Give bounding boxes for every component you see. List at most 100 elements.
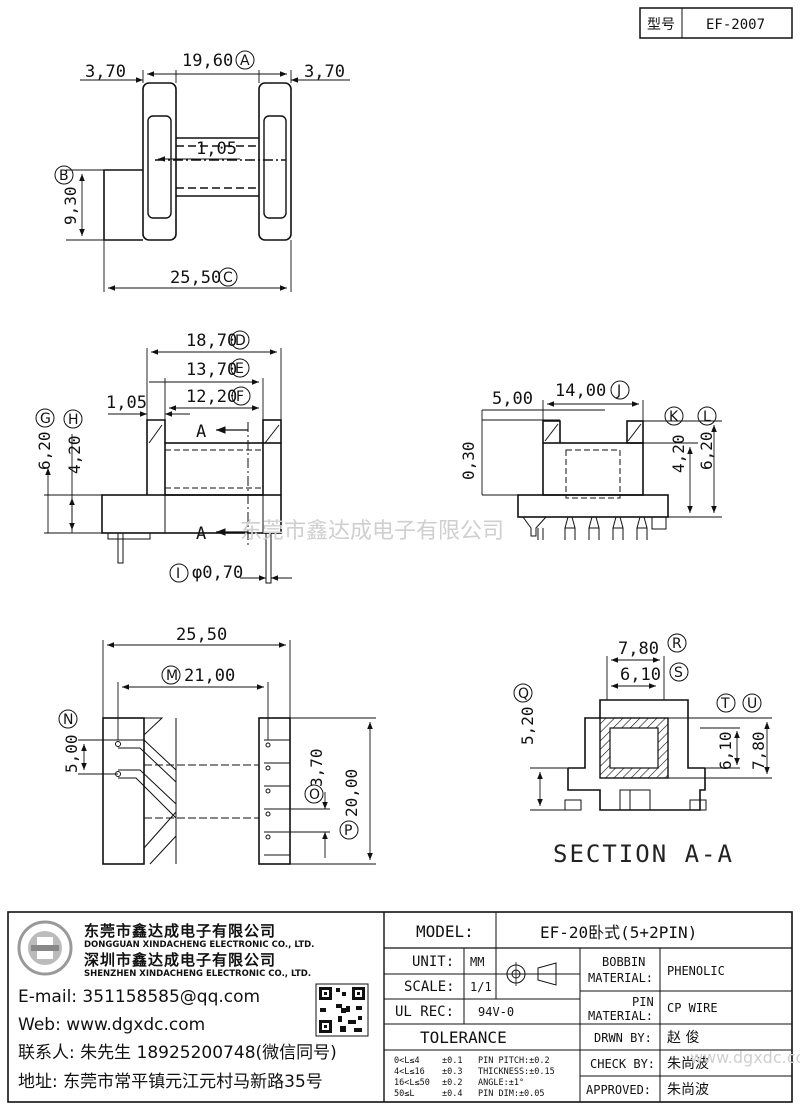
company-name-1: 东莞市鑫达成电子有限公司 [84, 922, 276, 940]
dim-top-left-wall: 3,70 [85, 62, 126, 82]
marker-t: T [716, 693, 736, 713]
dim-side-step: 0,30 [459, 441, 478, 480]
svg-text:C: C [223, 270, 233, 286]
svg-text:J: J [616, 383, 621, 399]
marker-l: L [697, 406, 717, 426]
section-mark-bottom: A [196, 524, 206, 544]
svg-text:A: A [240, 53, 250, 69]
marker-n: N [58, 709, 78, 729]
company-contact: 联系人: 朱先生 18925200748(微信同号) [18, 1043, 337, 1063]
tb-bobbin-value: PHENOLIC [667, 964, 725, 978]
company-name-1-en: DONGGUAN XINDACHENG ELECTRONIC CO., LTD. [84, 940, 314, 950]
marker-k: K [664, 406, 684, 426]
marker-r: R [667, 633, 687, 653]
section-title: SECTION A-A [553, 840, 734, 868]
tb-bobbin-label-2: MATERIAL: [588, 971, 653, 985]
marker-g: G [35, 408, 55, 428]
company-web: Web: www.dgxdc.com [18, 1015, 205, 1035]
tol-1-extra: THICKNESS:±0.15 [478, 1067, 555, 1077]
tb-pin-value: CP WIRE [667, 1001, 718, 1015]
svg-text:D: D [235, 333, 246, 349]
marker-d: D [230, 330, 250, 350]
svg-text:L: L [703, 409, 711, 425]
marker-b: B [54, 165, 74, 185]
dim-side-k: 4,20 [669, 434, 688, 473]
tol-0-range: 0<L≤4 [394, 1056, 420, 1066]
marker-j: J [610, 380, 630, 400]
tol-2-range: 16<L≤50 [394, 1078, 430, 1088]
tol-1-range: 4<L≤16 [394, 1067, 425, 1077]
projection-symbol-icon [504, 962, 557, 986]
svg-text:T: T [720, 696, 730, 712]
svg-text:K: K [669, 409, 679, 425]
tol-1-value: ±0.3 [442, 1067, 462, 1077]
dim-top-overall: 25,50 [170, 268, 221, 288]
svg-text:O: O [309, 787, 320, 803]
qr-code-icon [315, 983, 369, 1037]
tb-model-label: MODEL: [416, 922, 474, 941]
front-view [44, 348, 292, 584]
dim-bottom-o: 3,70 [307, 748, 326, 787]
bottom-view [78, 640, 376, 865]
dim-front-f: 12,20 [186, 387, 237, 407]
header-model-box: 型号 EF-2007 [639, 7, 793, 39]
tb-scale-label: SCALE: [404, 979, 455, 995]
dim-pin-diameter: φ0,70 [192, 563, 243, 583]
marker-q: Q [513, 683, 533, 703]
dim-section-s: 6,10 [620, 665, 661, 685]
svg-text:Q: Q [518, 686, 529, 702]
marker-u: U [742, 693, 762, 713]
svg-text:M: M [166, 668, 178, 684]
top-view [66, 70, 350, 292]
marker-e: E [230, 358, 250, 378]
svg-text:S: S [674, 665, 683, 681]
dim-side-offset: 5,00 [492, 389, 533, 409]
svg-text:P: P [344, 823, 352, 839]
header-model-label: 型号 [647, 17, 675, 33]
tol-3-extra: PIN DIM:±0.05 [478, 1089, 545, 1099]
dim-bottom-overall: 25,50 [176, 625, 227, 645]
svg-text:I: I [176, 566, 180, 582]
dim-core-gap: 1,05 [196, 139, 237, 159]
dim-section-q: 5,20 [518, 706, 537, 745]
tb-check-label: CHECK BY: [590, 1057, 655, 1071]
tol-3-value: ±0.4 [442, 1089, 462, 1099]
marker-m: M [161, 665, 181, 685]
tb-unit-label: UNIT: [412, 954, 454, 970]
tb-check-value: 朱尚波 [667, 1056, 709, 1072]
dim-top-width: 19,60 [182, 51, 233, 71]
svg-text:H: H [68, 412, 79, 428]
company-name-2-en: SHENZHEN XINDACHENG ELECTRONIC CO., LTD. [84, 969, 311, 979]
tb-unit-value: MM [470, 955, 484, 969]
marker-h: H [63, 409, 83, 429]
dim-side-j: 14,00 [555, 381, 606, 401]
svg-text:R: R [672, 636, 682, 652]
svg-text:E: E [235, 361, 244, 377]
tb-approved-value: 朱尚波 [667, 1082, 709, 1098]
marker-s: S [669, 662, 689, 682]
dim-top-height: 9,30 [61, 186, 80, 225]
dim-bottom-m: 21,00 [184, 666, 235, 686]
title-block [7, 911, 793, 1103]
section-view [530, 656, 772, 811]
dim-side-l: 6,20 [697, 431, 716, 470]
marker-c: C [218, 267, 238, 287]
tb-watermark-url: www.dgxdc.com [690, 1048, 800, 1067]
company-name-2: 深圳市鑫达成电子有限公司 [84, 951, 276, 969]
svg-text:N: N [63, 712, 73, 728]
company-email: E-mail: 351158585@qq.com [18, 987, 260, 1007]
dim-section-u: 7,80 [749, 731, 768, 770]
tb-pin-label-2: MATERIAL: [588, 1009, 653, 1023]
tol-2-value: ±0.2 [442, 1078, 462, 1088]
dim-bottom-p: 20,00 [342, 769, 361, 817]
tol-2-extra: ANGLE:±1° [478, 1078, 524, 1088]
tb-pin-label-1: PIN [632, 995, 654, 1009]
tb-approved-label: APPROVED: [586, 1083, 651, 1097]
tb-tolerance-label: TOLERANCE [420, 1028, 507, 1047]
dim-front-g: 6,20 [35, 431, 54, 470]
tb-drawn-value: 赵 俊 [667, 1030, 699, 1046]
tb-drawn-label: DRWN BY: [594, 1031, 652, 1045]
dim-front-h: 4,20 [65, 435, 84, 474]
dim-front-flange: 1,05 [106, 393, 147, 413]
